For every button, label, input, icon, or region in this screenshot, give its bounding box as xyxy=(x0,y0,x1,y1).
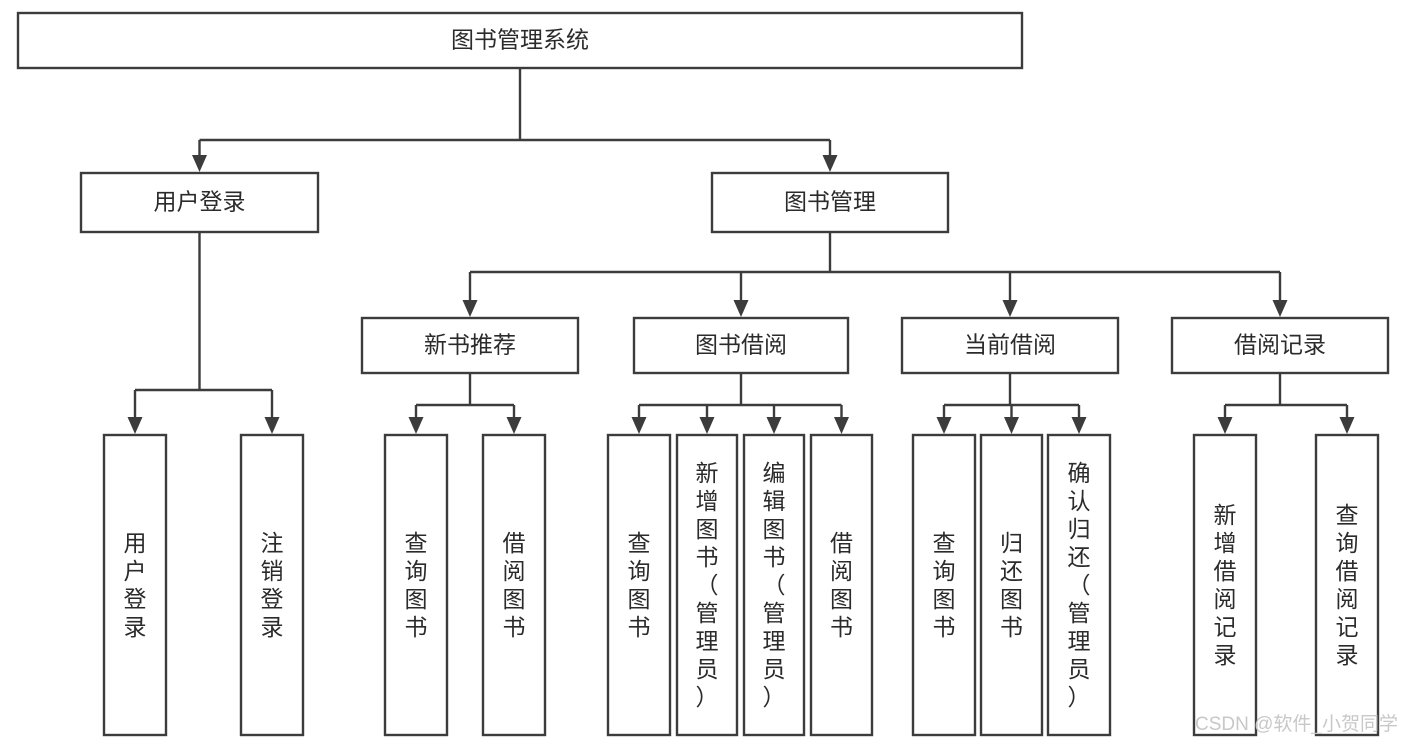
connector-group-root xyxy=(192,68,838,172)
node-label: 注销登录 xyxy=(261,530,284,640)
node-box[interactable] xyxy=(1192,433,1258,737)
node-box[interactable] xyxy=(675,433,739,737)
node-leaf-query-record[interactable]: 查询借阅记录 xyxy=(1314,433,1380,737)
node-box[interactable] xyxy=(1314,433,1380,737)
node-leaf-user-login[interactable]: 用户登录 xyxy=(102,433,168,737)
node-label: 图书借阅 xyxy=(695,332,787,358)
node-leaf-borrow-book-1[interactable]: 借阅图书 xyxy=(481,433,547,737)
node-current-borrow[interactable]: 当前借阅 xyxy=(900,316,1120,375)
node-box[interactable] xyxy=(79,171,320,234)
node-box[interactable] xyxy=(911,433,977,737)
node-label: 查询图书 xyxy=(628,530,651,640)
node-leaf-query-book-3[interactable]: 查询图书 xyxy=(911,433,977,737)
connector-group-user-login xyxy=(127,232,280,434)
connector-group-new-book-recommend xyxy=(408,373,522,434)
node-box[interactable] xyxy=(979,433,1044,737)
node-leaf-query-book-2[interactable]: 查询图书 xyxy=(606,433,672,737)
node-leaf-add-record[interactable]: 新增借阅记录 xyxy=(1192,433,1258,737)
connector-group-book-manage xyxy=(462,232,1288,317)
node-box[interactable] xyxy=(632,316,850,375)
node-label: 借阅图书 xyxy=(503,530,526,640)
node-label: 借阅记录 xyxy=(1234,332,1326,358)
node-book-borrow[interactable]: 图书借阅 xyxy=(632,316,850,375)
node-box[interactable] xyxy=(239,433,305,737)
node-label: 新增借阅记录 xyxy=(1214,502,1237,668)
node-box[interactable] xyxy=(809,433,874,737)
node-leaf-return-book[interactable]: 归还图书 xyxy=(979,433,1044,737)
node-label: 借阅图书 xyxy=(830,530,853,640)
node-box[interactable] xyxy=(102,433,168,737)
csdn-watermark: CSDN @软件_小贺同学 xyxy=(1195,713,1398,735)
node-label: 图书管理系统 xyxy=(451,27,589,53)
node-label: 用户登录 xyxy=(154,189,246,215)
node-leaf-confirm-return[interactable]: 确认归还（管理员） xyxy=(1046,433,1112,737)
node-label: 图书管理 xyxy=(784,189,876,215)
node-label: 查询图书 xyxy=(933,530,956,640)
node-leaf-add-book[interactable]: 新增图书（管理员） xyxy=(675,433,739,737)
node-box[interactable] xyxy=(16,11,1024,70)
node-leaf-borrow-book-2[interactable]: 借阅图书 xyxy=(809,433,874,737)
node-borrow-record[interactable]: 借阅记录 xyxy=(1170,316,1390,375)
node-box[interactable] xyxy=(383,433,449,737)
node-book-manage[interactable]: 图书管理 xyxy=(710,171,950,234)
node-new-book-recommend[interactable]: 新书推荐 xyxy=(360,316,580,375)
node-leaf-edit-book[interactable]: 编辑图书（管理员） xyxy=(742,433,806,737)
node-label: 归还图书 xyxy=(1000,530,1023,640)
node-root-图书管理系统[interactable]: 图书管理系统 xyxy=(16,11,1024,70)
connector-group-current-borrow xyxy=(936,373,1087,434)
node-leaf-query-book-1[interactable]: 查询图书 xyxy=(383,433,449,737)
node-label: 查询借阅记录 xyxy=(1336,502,1359,668)
node-label: 编辑图书（管理员） xyxy=(763,460,786,710)
node-label: 用户登录 xyxy=(124,530,147,640)
node-box[interactable] xyxy=(1170,316,1390,375)
node-box[interactable] xyxy=(742,433,806,737)
connector-group-book-borrow xyxy=(631,373,849,434)
connector-group-borrow-record xyxy=(1217,373,1355,434)
node-layer: 图书管理系统用户登录图书管理新书推荐图书借阅当前借阅借阅记录用户登录注销登录查询… xyxy=(16,11,1390,737)
node-box[interactable] xyxy=(710,171,950,234)
node-user-login[interactable]: 用户登录 xyxy=(79,171,320,234)
node-box[interactable] xyxy=(900,316,1120,375)
node-label: 当前借阅 xyxy=(964,332,1056,358)
node-box[interactable] xyxy=(481,433,547,737)
node-box[interactable] xyxy=(360,316,580,375)
connector-layer xyxy=(127,68,1355,434)
node-label: 确认归还（管理员） xyxy=(1068,460,1091,710)
node-label: 新书推荐 xyxy=(424,332,516,358)
node-label: 新增图书（管理员） xyxy=(696,460,719,710)
node-label: 查询图书 xyxy=(405,530,428,640)
node-leaf-logout[interactable]: 注销登录 xyxy=(239,433,305,737)
node-box[interactable] xyxy=(1046,433,1112,737)
node-box[interactable] xyxy=(606,433,672,737)
